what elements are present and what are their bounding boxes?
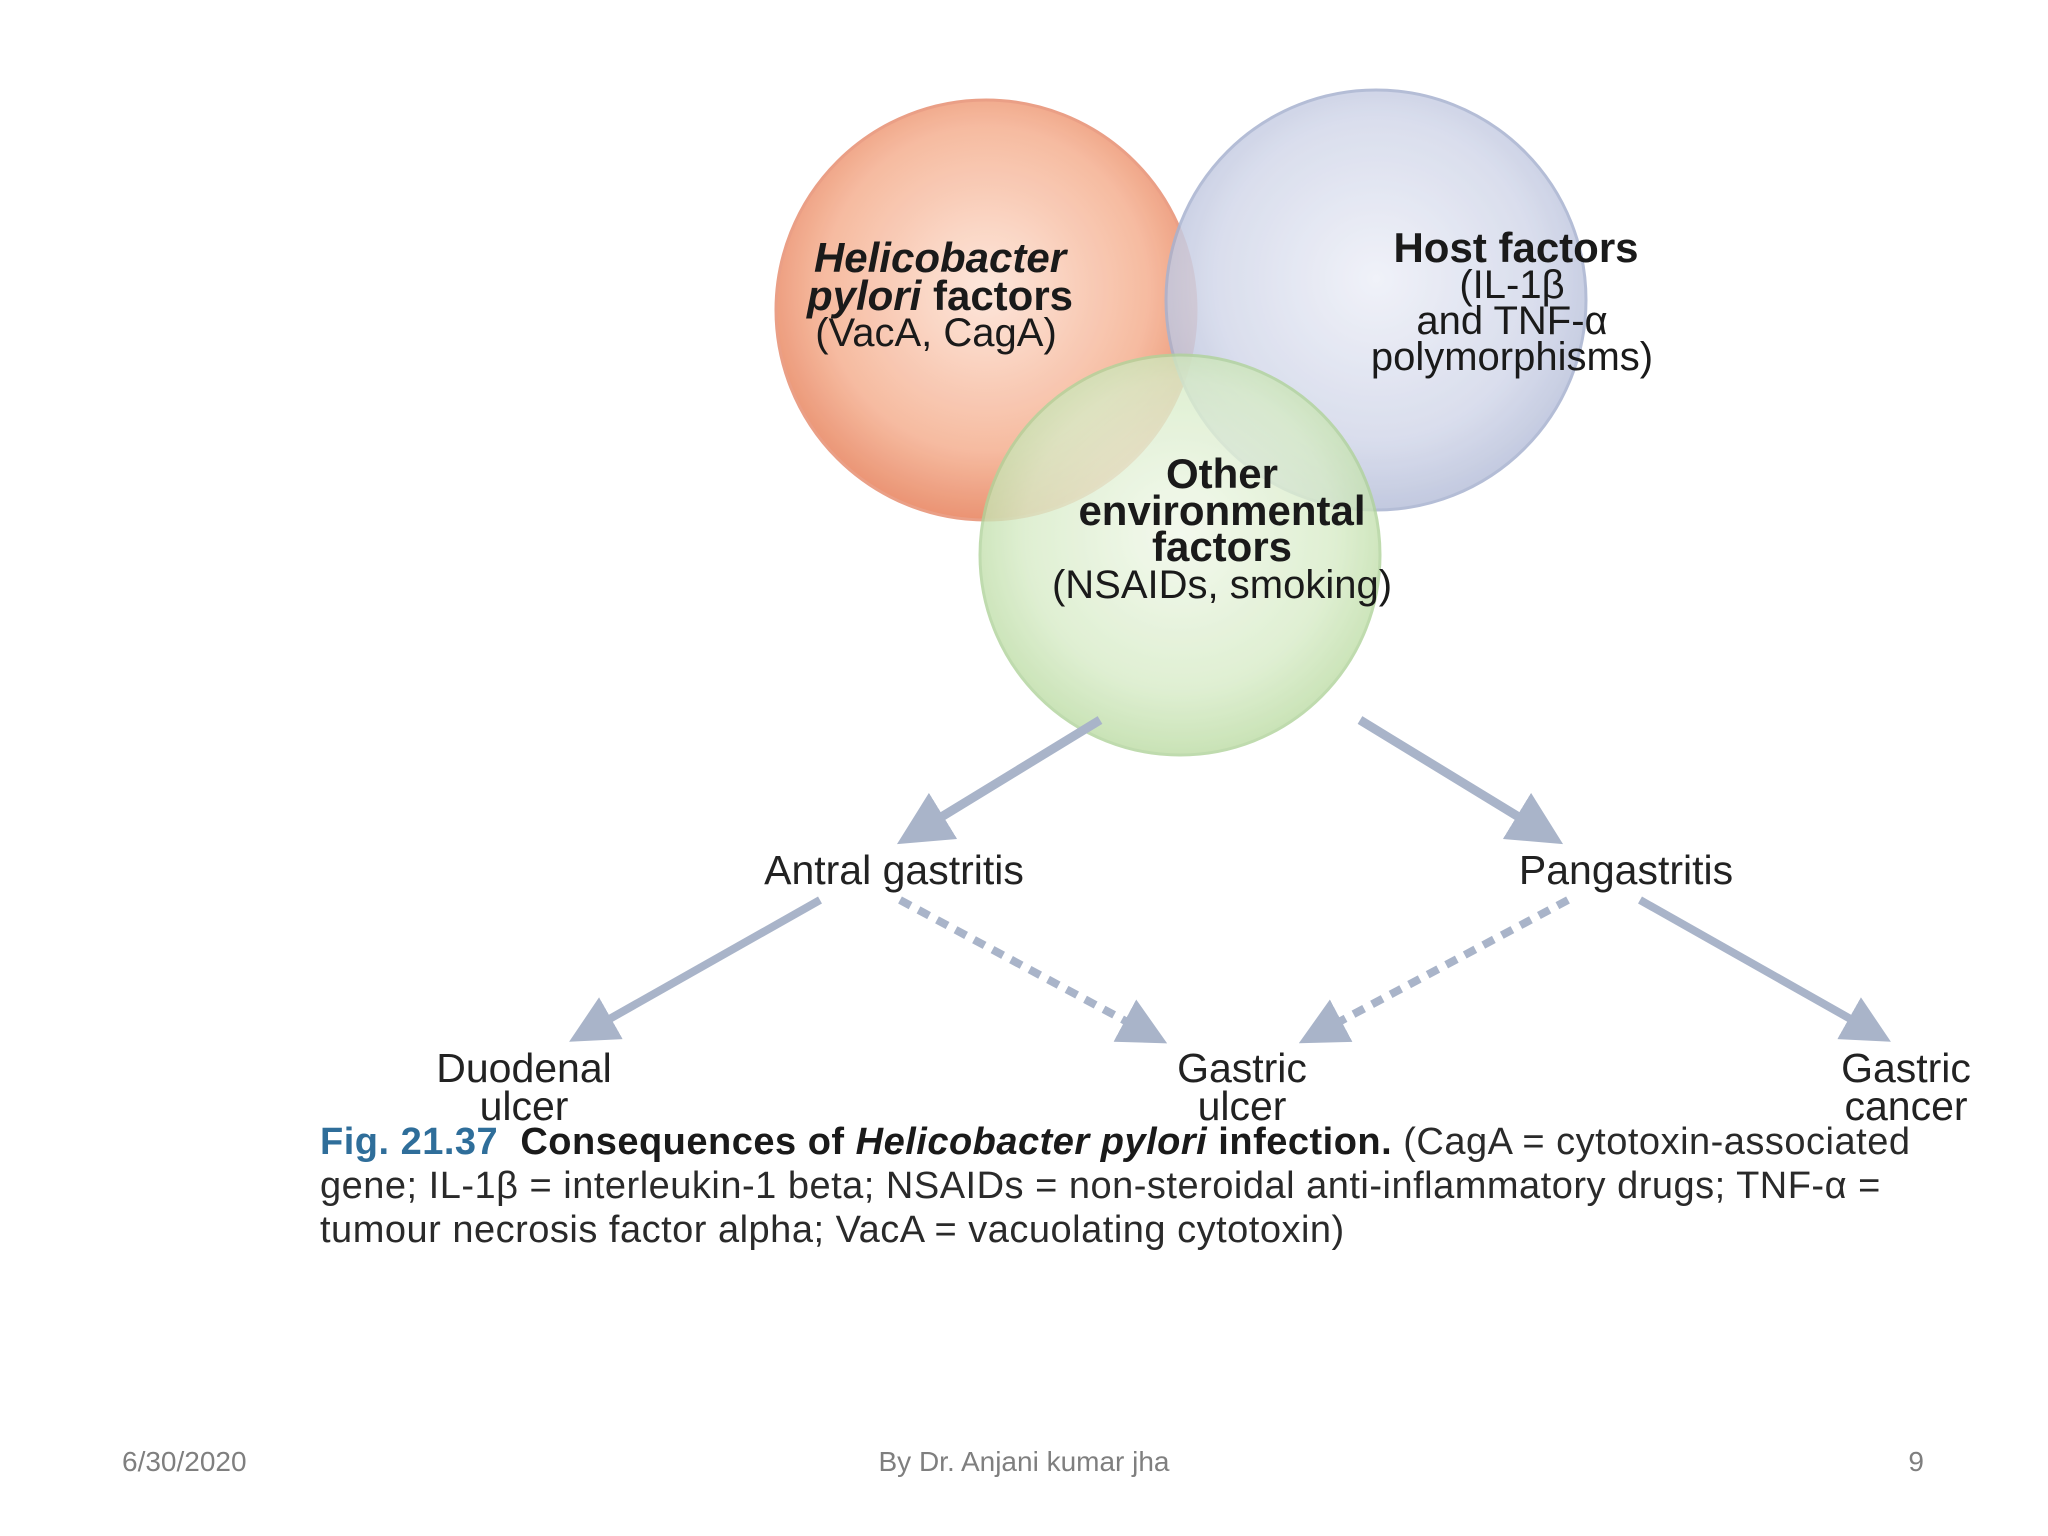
- env-detail: (NSAIDs, smoking): [1052, 563, 1392, 607]
- env-title-line3: factors: [1152, 523, 1292, 570]
- host-detail-line2: and TNF-α: [1416, 299, 1607, 343]
- antral-gastritis-label: Antral gastritis: [764, 847, 1024, 893]
- duodenal-ulcer-line2: ulcer: [480, 1083, 569, 1129]
- host-title: Host factors: [1393, 224, 1638, 271]
- gastric-ulcer-line1: Gastric: [1177, 1045, 1307, 1091]
- arrow-pan-to-gastric-ulcer: [1298, 896, 1570, 1044]
- host-detail-line3: polymorphisms): [1371, 335, 1653, 379]
- arrow-to-antral: [896, 716, 1103, 845]
- figure-title: Consequences of Helicobacter pylori infe…: [520, 1121, 1393, 1163]
- hp-detail: (VacA, CagA): [815, 311, 1057, 355]
- hp-title-line2: pylori factors: [806, 272, 1073, 319]
- footer-author: By Dr. Anjani kumar jha: [878, 1446, 1170, 1477]
- figure: Helicobacter pylori factors (VacA, CagA)…: [300, 20, 2048, 1380]
- arrow-to-pan: [1357, 716, 1564, 845]
- venn-flow-diagram: Helicobacter pylori factors (VacA, CagA)…: [436, 88, 1971, 1129]
- footer-date: 6/30/2020: [122, 1446, 247, 1477]
- env-title-line1: Other: [1166, 450, 1278, 497]
- gastric-cancer-line1: Gastric: [1841, 1045, 1971, 1091]
- gastric-ulcer-line2: ulcer: [1198, 1083, 1287, 1129]
- host-detail-line1: (IL-1β: [1459, 263, 1564, 307]
- duodenal-ulcer-line1: Duodenal: [436, 1045, 612, 1091]
- figure-caption: Fig. 21.37 Consequences of Helicobacter …: [320, 1120, 2010, 1252]
- arrow-antral-to-duodenal: [569, 896, 822, 1042]
- arrow-antral-to-gastric-ulcer: [898, 896, 1168, 1044]
- figure-caption-body: (CagA = cytotoxin-associated gene; IL-1β…: [320, 1121, 1911, 1251]
- pangastritis-label: Pangastritis: [1519, 847, 1733, 893]
- environmental-factors-circle: [978, 353, 1382, 757]
- footer-page-number: 9: [1908, 1446, 1924, 1477]
- env-title-line2: environmental: [1078, 487, 1365, 534]
- figure-number: Fig. 21.37: [320, 1121, 499, 1163]
- hp-title-line1: Helicobacter: [814, 234, 1069, 281]
- arrow-pan-to-gastric-cancer: [1638, 896, 1891, 1042]
- gastric-cancer-line2: cancer: [1844, 1083, 1967, 1129]
